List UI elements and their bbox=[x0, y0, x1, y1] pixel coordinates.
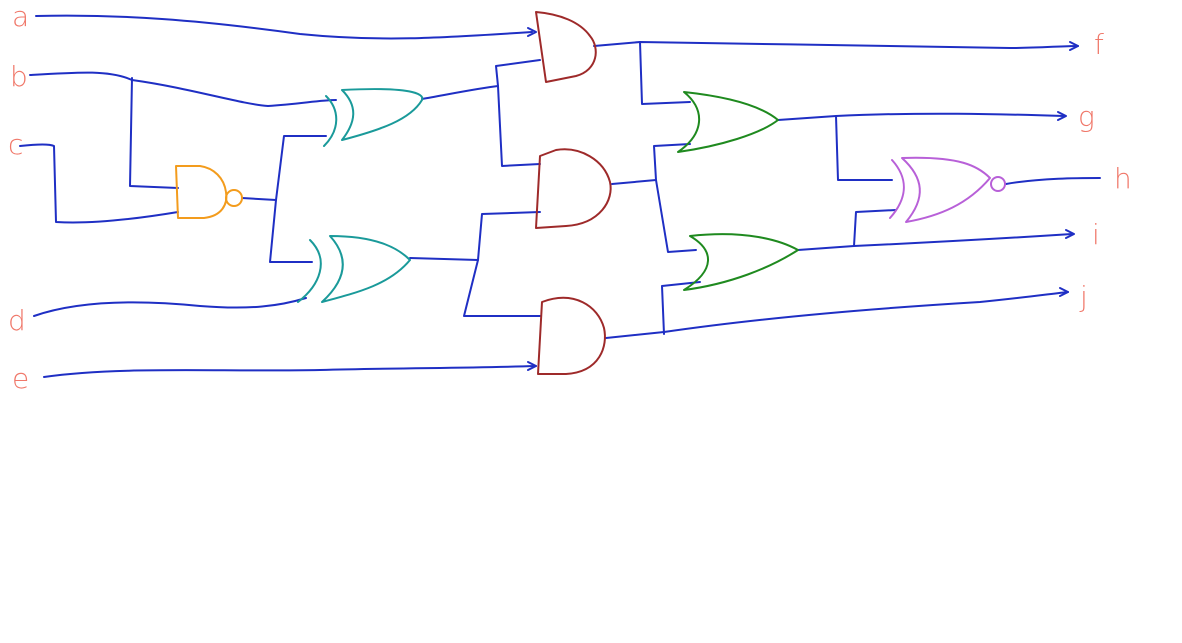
and-gate-1 bbox=[535, 11, 597, 83]
wire-and1-out bbox=[593, 41, 1079, 49]
wire-nand-split bbox=[269, 135, 327, 263]
input-label-e: e bbox=[12, 362, 29, 395]
arrow-and1-a bbox=[527, 27, 537, 37]
xor-gate-1 bbox=[323, 88, 424, 147]
xor-gate-1-back bbox=[323, 95, 338, 147]
arrow-g bbox=[1057, 111, 1067, 121]
and-gate-3-body bbox=[537, 296, 606, 375]
xnor-gate-bubble bbox=[990, 176, 1006, 192]
wire-e bbox=[43, 365, 537, 378]
xor-gate-1-body bbox=[341, 88, 424, 141]
nand-gate-body bbox=[175, 165, 228, 219]
nand-gate-bubble bbox=[225, 189, 243, 207]
and-gate-1-body bbox=[535, 11, 597, 83]
output-label-h: h bbox=[1114, 162, 1132, 195]
wire-and2-out bbox=[611, 179, 657, 185]
arrow-i bbox=[1065, 229, 1075, 239]
wire-a bbox=[35, 14, 533, 40]
wire-xnor-out bbox=[1005, 177, 1101, 185]
xnor-gate-body bbox=[901, 156, 991, 223]
arrow-and3-e bbox=[527, 361, 537, 371]
wire-xor1-out bbox=[421, 85, 499, 100]
wire-and3-out bbox=[605, 291, 1069, 339]
and-gate-2 bbox=[535, 148, 612, 229]
input-label-d: d bbox=[8, 304, 26, 337]
wire-or2-out bbox=[797, 233, 1073, 251]
or-gate-2 bbox=[683, 233, 799, 291]
or-gate-1 bbox=[677, 91, 779, 153]
wire-c bbox=[19, 143, 179, 224]
nand-gate bbox=[175, 165, 243, 219]
xor-gate-2-back bbox=[297, 239, 322, 303]
output-label-i: i bbox=[1092, 218, 1100, 251]
wire-nand-out bbox=[241, 197, 277, 201]
labels: a b c d e f g h i j bbox=[8, 0, 1132, 395]
or-gate-1-body bbox=[677, 91, 779, 153]
output-label-g: g bbox=[1078, 100, 1095, 133]
input-label-a: a bbox=[12, 0, 29, 33]
input-label-b: b bbox=[10, 60, 28, 93]
wire-b-branch bbox=[129, 77, 179, 189]
xor-gate-2-body bbox=[321, 235, 411, 303]
arrow-j bbox=[1059, 287, 1069, 297]
wire-xor2-out bbox=[409, 257, 479, 261]
wire-d bbox=[33, 297, 307, 317]
output-label-j: j bbox=[1079, 280, 1088, 313]
input-label-c: c bbox=[8, 128, 23, 161]
wire-or2-branch bbox=[853, 209, 897, 247]
arrow-f bbox=[1069, 41, 1079, 51]
wires bbox=[19, 14, 1101, 378]
xor-gate-2 bbox=[297, 235, 411, 303]
wire-or1-branch bbox=[835, 115, 893, 181]
wire-xor2-split bbox=[463, 211, 541, 317]
and-gate-3 bbox=[537, 296, 606, 375]
wire-or1-out bbox=[777, 112, 1065, 121]
wire-and2-split bbox=[653, 143, 697, 253]
and-gate-2-body bbox=[535, 148, 612, 229]
output-label-f: f bbox=[1094, 28, 1104, 61]
xnor-gate bbox=[889, 156, 1006, 223]
wire-and3-branch bbox=[661, 281, 701, 335]
wire-xor1-split bbox=[495, 59, 541, 167]
or-gate-2-body bbox=[683, 233, 799, 291]
wire-and1-branch bbox=[639, 41, 691, 105]
wire-b bbox=[29, 71, 337, 107]
xnor-gate-back bbox=[889, 159, 905, 219]
